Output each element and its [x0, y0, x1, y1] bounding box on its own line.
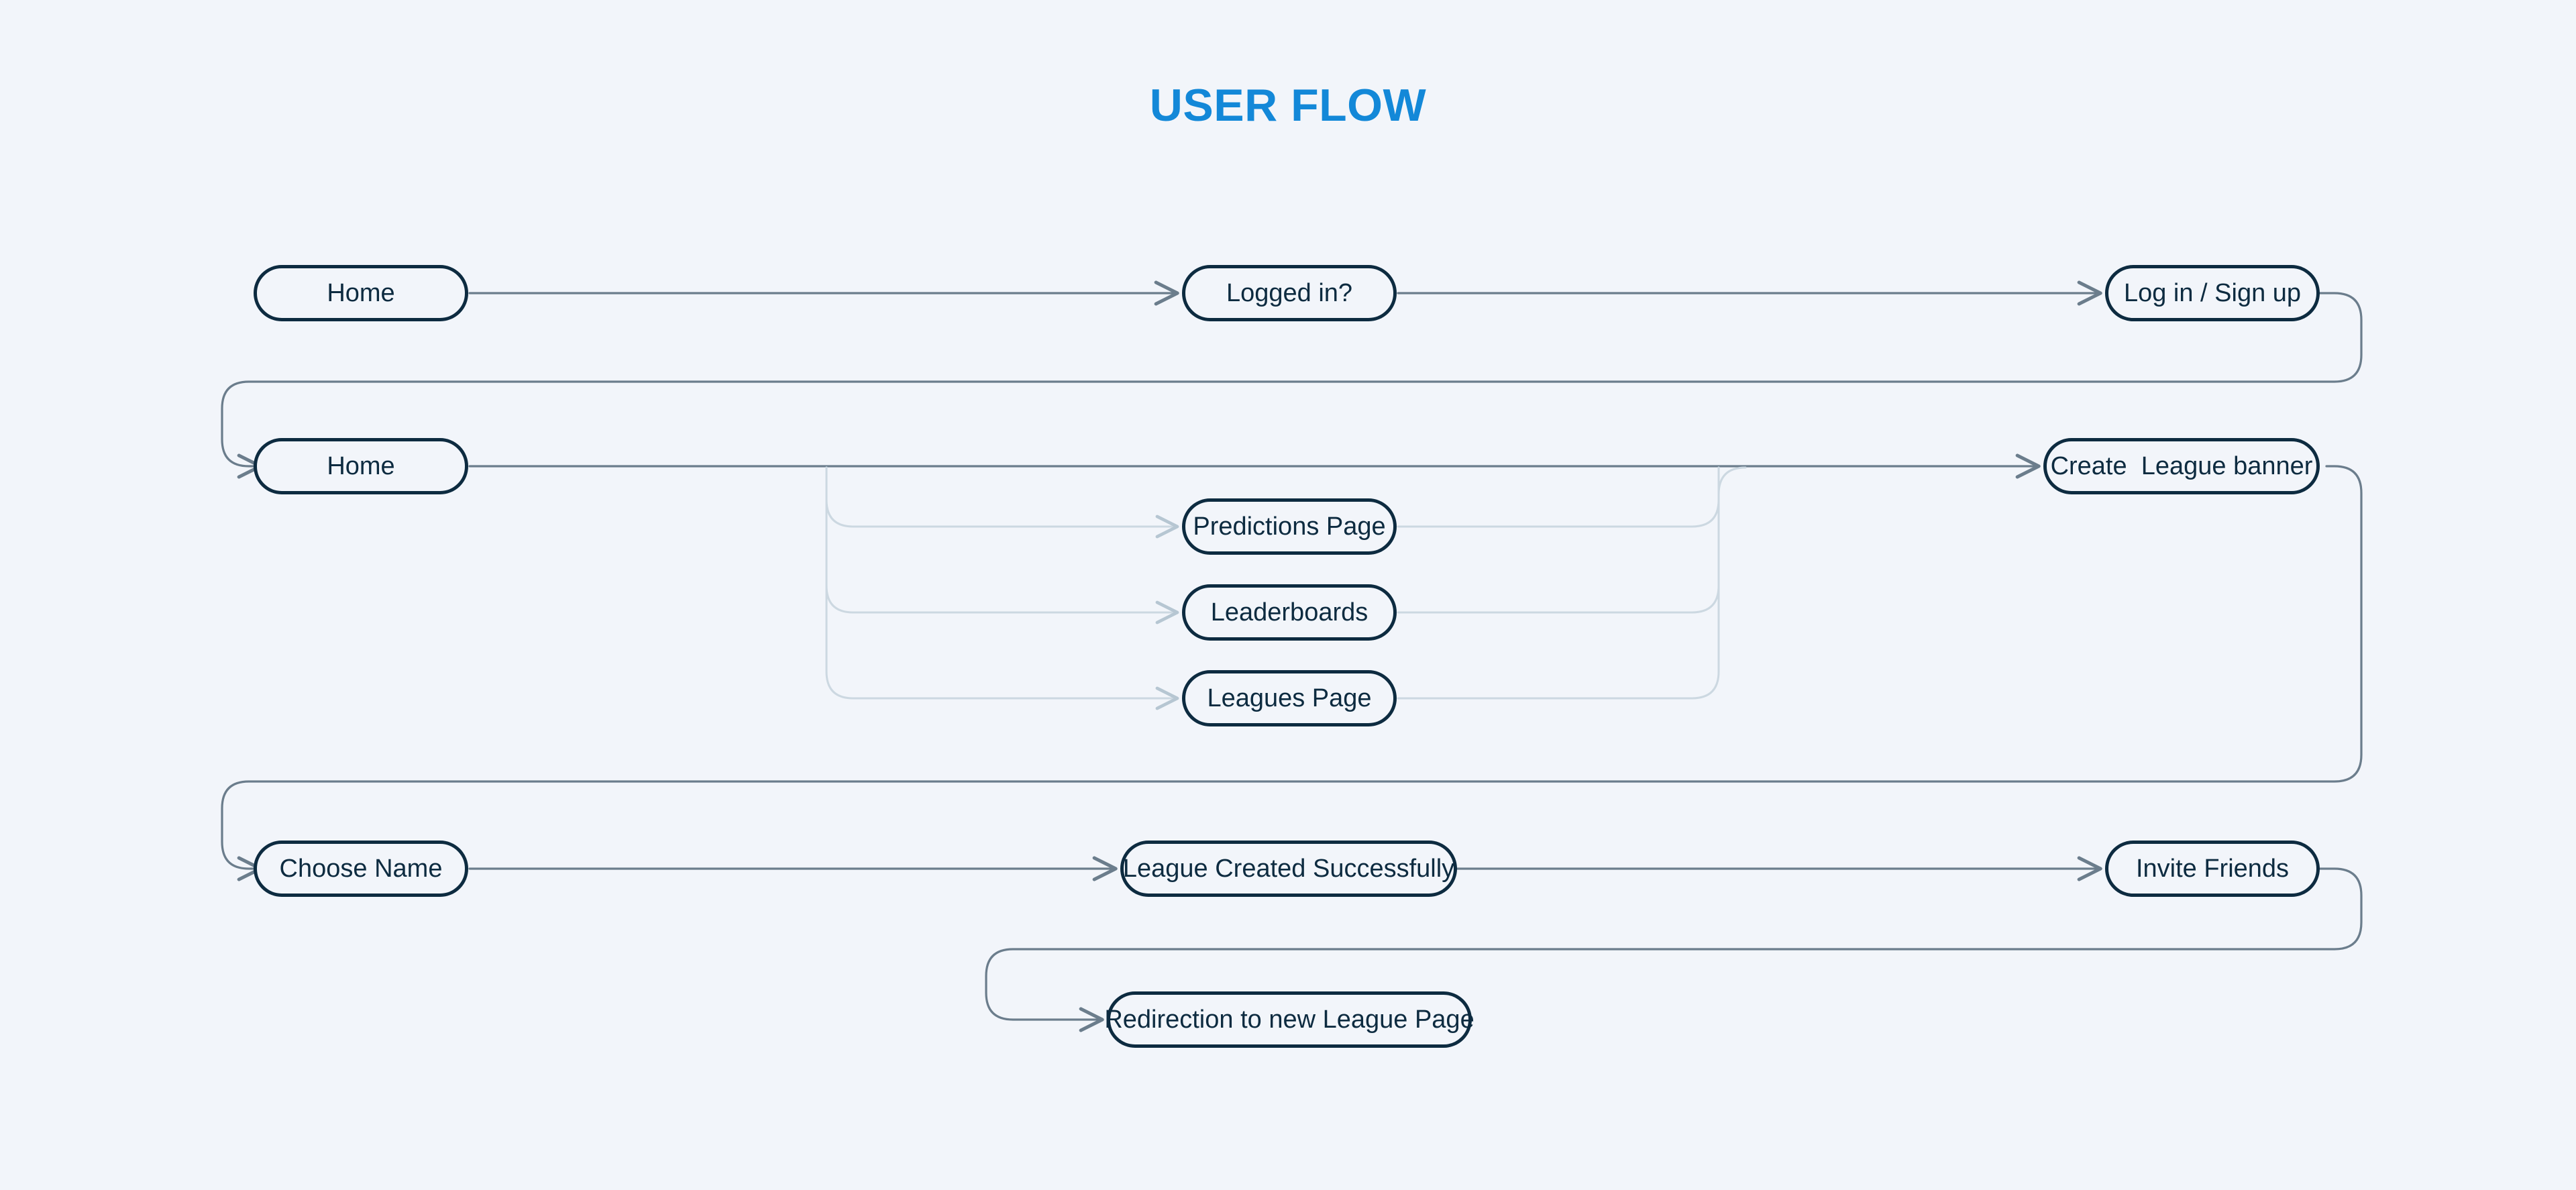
edge-leaderboards-create — [1397, 466, 1720, 614]
edge-leagues-create — [1397, 466, 1720, 700]
node-redirection[interactable]: Redirection to new League Page — [1104, 991, 1474, 1048]
node-label: Logged in? — [1226, 279, 1353, 307]
page-title: USER FLOW — [1149, 80, 1427, 131]
node-home-2[interactable]: Home — [254, 438, 468, 494]
node-label: Leaderboards — [1210, 598, 1368, 627]
node-label: Redirection to new League Page — [1104, 1006, 1474, 1034]
node-label: Log in / Sign up — [2123, 279, 2302, 307]
node-login-signup[interactable]: Log in / Sign up — [2105, 265, 2320, 321]
node-invite-friends[interactable]: Invite Friends — [2105, 841, 2320, 897]
edge-home2-leagues — [825, 466, 1179, 710]
node-label: League Created Successfully — [1122, 855, 1455, 883]
node-leaderboards[interactable]: Leaderboards — [1182, 584, 1397, 641]
node-league-created[interactable]: League Created Successfully — [1120, 841, 1457, 897]
edge-home2-predictions — [825, 466, 1179, 539]
edge-predictions-create — [1397, 466, 1747, 528]
node-label: Invite Friends — [2135, 855, 2290, 883]
node-label: Home — [327, 452, 395, 480]
node-predictions-page[interactable]: Predictions Page — [1182, 498, 1397, 555]
edge-home2-leaderboards — [825, 466, 1179, 625]
node-logged-in[interactable]: Logged in? — [1182, 265, 1397, 321]
node-label: Predictions Page — [1193, 512, 1386, 541]
node-home-1[interactable]: Home — [254, 265, 468, 321]
node-create-league-banner[interactable]: Create League banner — [2043, 438, 2320, 494]
node-leagues-page[interactable]: Leagues Page — [1182, 670, 1397, 726]
node-label: Choose Name — [279, 855, 443, 883]
node-label: Home — [327, 279, 395, 307]
node-label: Create League banner — [2050, 452, 2313, 480]
node-label: Leagues Page — [1207, 684, 1372, 712]
node-choose-name[interactable]: Choose Name — [254, 841, 468, 897]
